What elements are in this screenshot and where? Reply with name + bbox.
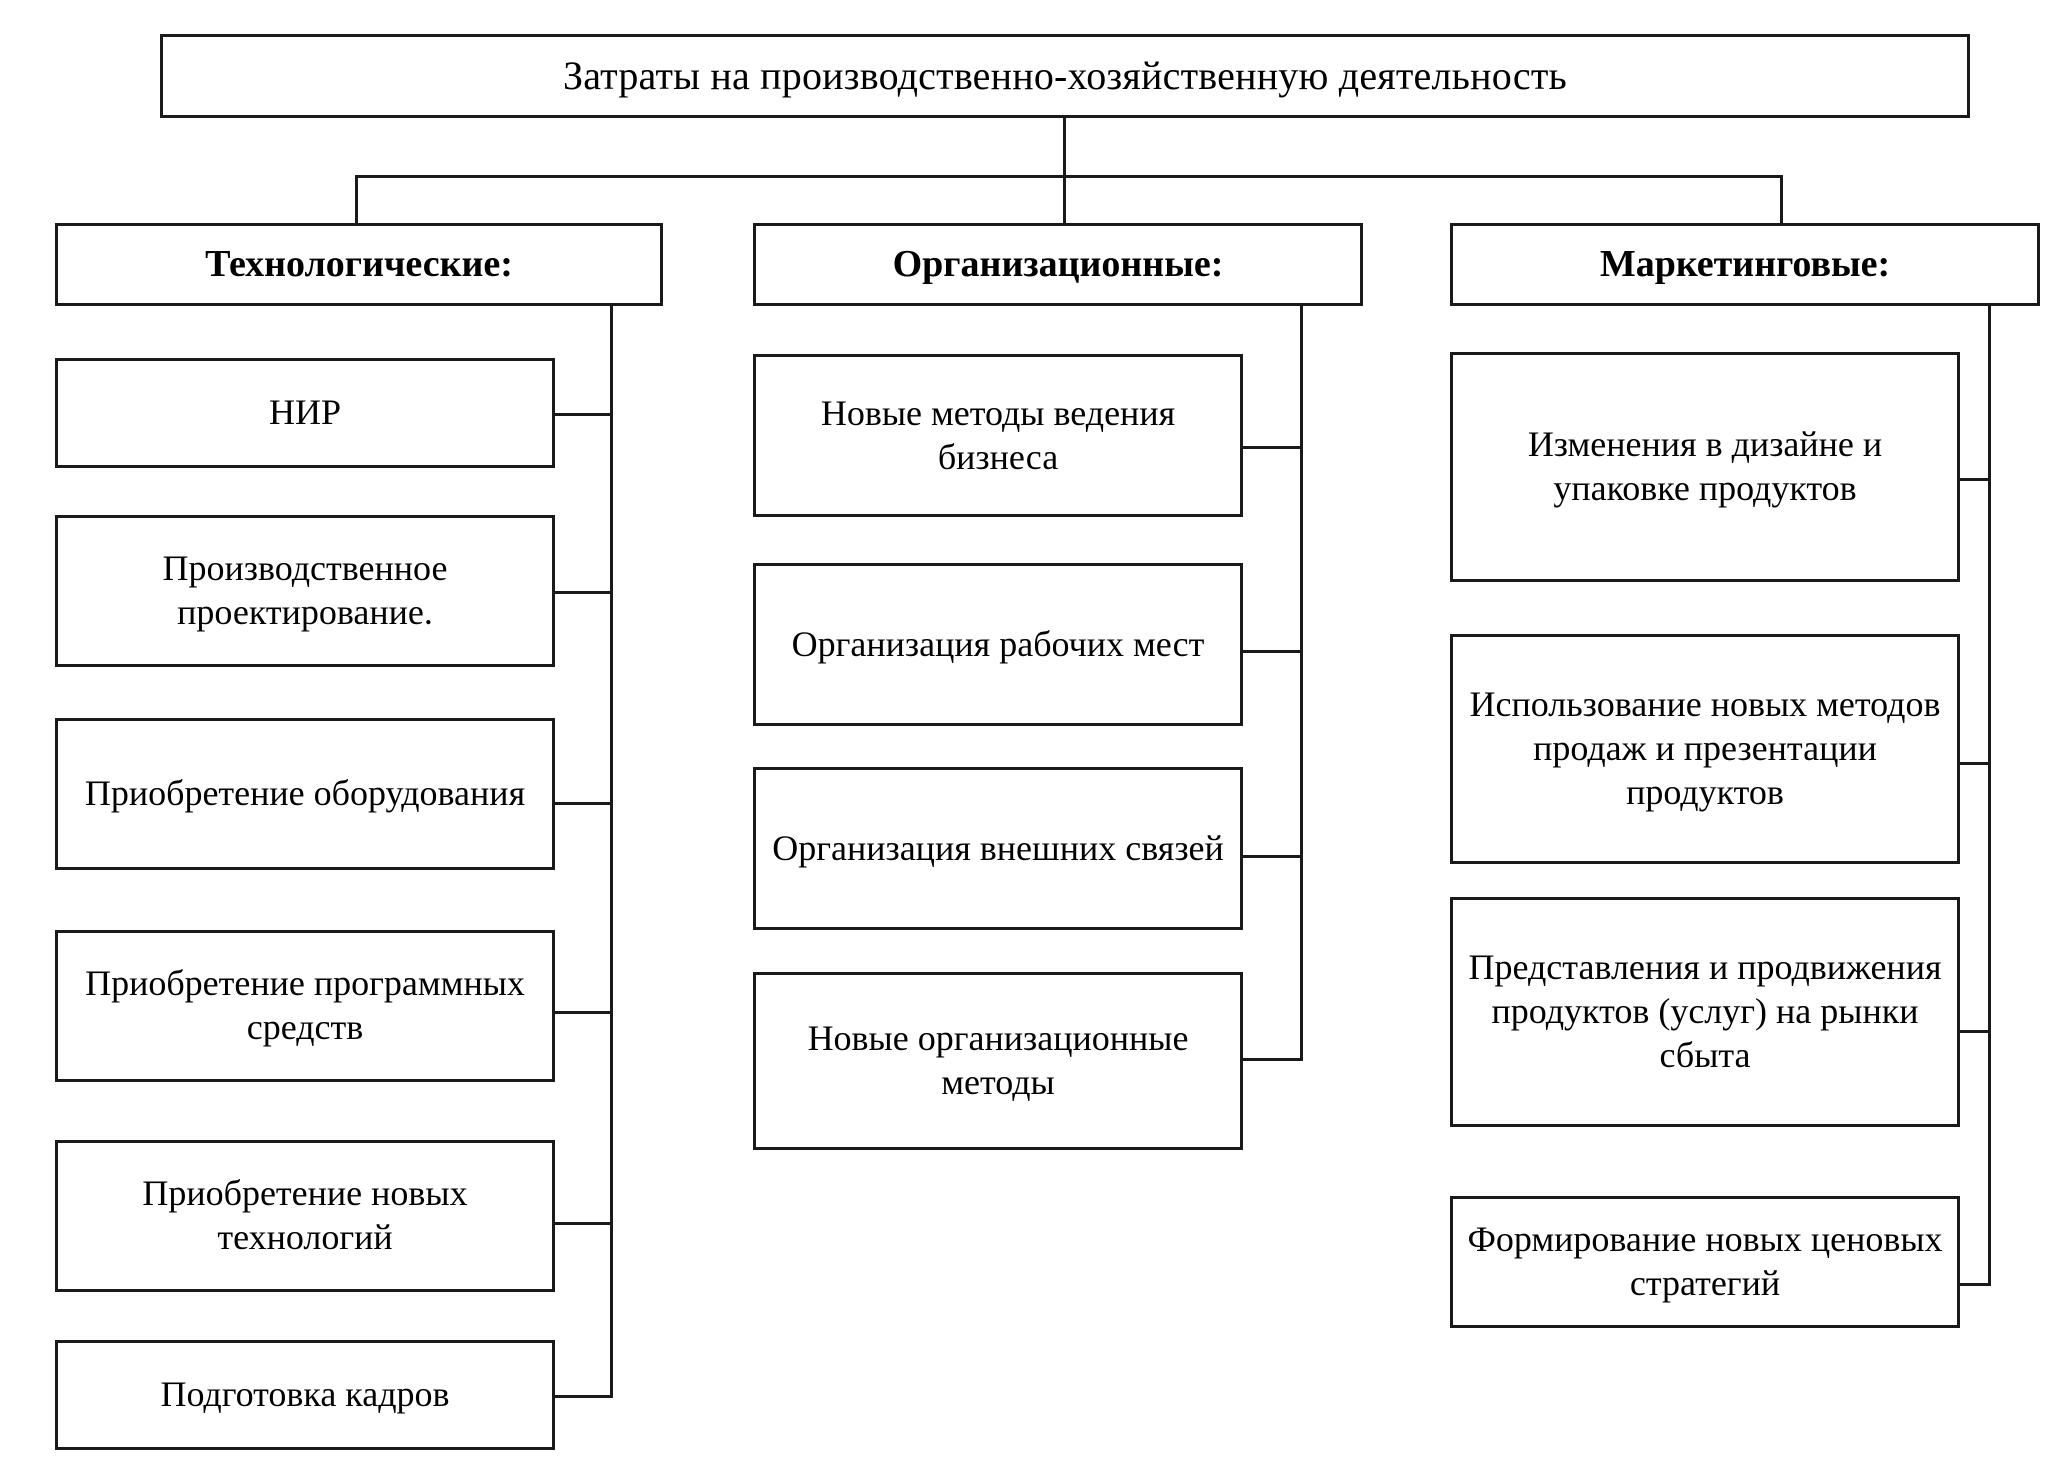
connector-stub-marketing-1 <box>1958 478 1991 481</box>
connector-spine-organizational <box>1300 306 1303 1058</box>
leaf-organizational-3: Организация внешних связей <box>753 767 1243 930</box>
leaf-technological-1-label: НИР <box>268 392 342 433</box>
leaf-marketing-3-label: Представления и продвижения продуктов (у… <box>1468 947 1942 1075</box>
connector-stub-technological-6 <box>553 1395 613 1398</box>
leaf-marketing-2: Использование новых методов продаж и пре… <box>1450 634 1960 864</box>
leaf-marketing-4: Формирование новых ценовых стратегий <box>1450 1196 1960 1328</box>
connector-stub-organizational-2 <box>1240 650 1303 653</box>
connector-stub-technological-2 <box>553 591 613 594</box>
connector-stub-marketing-4 <box>1958 1283 1991 1286</box>
leaf-marketing-1-label: Изменения в дизайне и упаковке продуктов <box>1527 424 1883 508</box>
connector-bus-drop-organizational <box>1063 175 1066 223</box>
leaf-organizational-3-label: Организация внешних связей <box>772 827 1224 868</box>
leaf-marketing-2-label: Использование новых методов продаж и пре… <box>1469 684 1941 812</box>
leaf-organizational-2-label: Организация рабочих мест <box>791 623 1205 664</box>
connector-stub-marketing-3 <box>1958 1030 1991 1033</box>
leaf-marketing-4-label: Формирование новых ценовых стратегий <box>1467 1219 1943 1303</box>
leaf-organizational-4-label: Новые организационные методы <box>807 1018 1189 1102</box>
connector-stub-technological-4 <box>553 1011 613 1014</box>
leaf-marketing-3: Представления и продвижения продуктов (у… <box>1450 897 1960 1127</box>
connector-stub-organizational-3 <box>1240 855 1303 858</box>
category-header-marketing-label: Маркетинговые: <box>1599 243 1891 286</box>
leaf-technological-1: НИР <box>55 358 555 468</box>
leaf-technological-2: Производственное проектирование. <box>55 515 555 667</box>
leaf-organizational-1-label: Новые методы ведения бизнеса <box>820 392 1176 477</box>
leaf-technological-5-label: Приобретение новых технологий <box>142 1173 468 1257</box>
category-header-marketing: Маркетинговые: <box>1450 223 2040 306</box>
leaf-organizational-1: Новые методы ведения бизнеса <box>753 354 1243 517</box>
connector-bus-drop-marketing <box>1780 175 1783 223</box>
connector-stub-organizational-1 <box>1240 446 1303 449</box>
leaf-organizational-4: Новые организационные методы <box>753 972 1243 1150</box>
leaf-technological-2-label: Производственное проектирование. <box>162 548 448 632</box>
connector-spine-technological <box>610 306 613 1395</box>
connector-bus <box>355 175 1780 178</box>
category-header-organizational-label: Организационные: <box>892 243 1224 286</box>
root-node-label: Затраты на производственно-хозяйственную… <box>563 52 1567 98</box>
category-header-technological-label: Технологические: <box>205 243 513 286</box>
connector-stub-technological-3 <box>553 802 613 805</box>
connector-stub-technological-1 <box>553 413 613 416</box>
root-node: Затраты на производственно-хозяйственную… <box>160 34 1970 118</box>
connector-spine-marketing <box>1988 306 1991 1283</box>
category-header-technological: Технологические: <box>55 223 663 306</box>
connector-stub-organizational-4 <box>1240 1058 1303 1061</box>
leaf-technological-3-label: Приобретение оборудования <box>84 773 526 814</box>
connector-root-drop <box>1063 118 1066 175</box>
leaf-technological-4: Приобретение программных средств <box>55 930 555 1082</box>
leaf-marketing-1: Изменения в дизайне и упаковке продуктов <box>1450 352 1960 582</box>
category-header-organizational: Организационные: <box>753 223 1363 306</box>
connector-stub-marketing-2 <box>1958 762 1991 765</box>
leaf-technological-6: Подготовка кадров <box>55 1340 555 1450</box>
leaf-technological-5: Приобретение новых технологий <box>55 1140 555 1292</box>
leaf-technological-6-label: Подготовка кадров <box>160 1374 450 1415</box>
leaf-technological-4-label: Приобретение программных средств <box>85 963 525 1047</box>
connector-bus-drop-technological <box>355 175 358 223</box>
leaf-technological-3: Приобретение оборудования <box>55 718 555 870</box>
leaf-organizational-2: Организация рабочих мест <box>753 563 1243 726</box>
connector-stub-technological-5 <box>553 1222 613 1225</box>
